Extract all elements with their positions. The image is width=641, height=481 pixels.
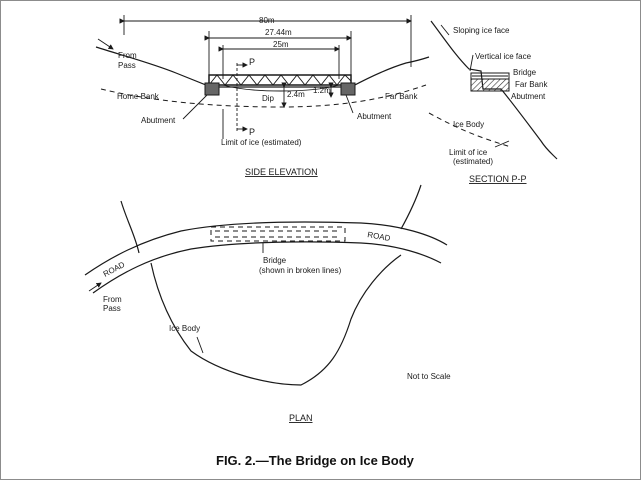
figure-caption: FIG. 2.—The Bridge on Ice Body — [216, 453, 415, 468]
plan-bridge-label-2: (shown in broken lines) — [259, 266, 342, 275]
ice-body-outline — [120, 184, 422, 386]
dip-value: 2.4m — [287, 90, 305, 99]
road-edge-bottom — [92, 241, 442, 294]
section-abutment-block — [470, 78, 510, 92]
dim-80m: 80m — [259, 16, 275, 25]
abutment-left-block — [204, 82, 220, 96]
vertical-ice-face-label: Vertical ice face — [475, 52, 532, 61]
section-limit-ice-label-1: Limit of ice — [449, 148, 488, 157]
section-marker-top: P — [249, 57, 255, 67]
side-elevation: 80m 27.44m 25m P P Dip 2.4m 1.2m From Pa… — [95, 15, 430, 177]
plan-bridge-outline — [210, 226, 346, 242]
height-value: 1.2m — [313, 86, 331, 95]
dim-25m: 25m — [273, 40, 289, 49]
section-far-bank-label: Far Bank — [515, 80, 548, 89]
from-pass-label-2: Pass — [118, 61, 136, 70]
dim-27-44m: 27.44m — [265, 28, 292, 37]
abutment-right-label: Abutment — [357, 112, 392, 121]
ice-limit-curve — [100, 84, 427, 108]
plan-from-pass-1: From — [103, 295, 122, 304]
ground-profile — [95, 46, 430, 88]
from-pass-label-1: From — [118, 51, 137, 60]
plan-from-pass-2: Pass — [103, 304, 121, 313]
plan-view: ROAD ROAD Bridge (shown in broken lines)… — [84, 184, 451, 423]
sloping-ice-face-line — [430, 20, 558, 160]
dimension-lines — [119, 15, 412, 81]
road-label-right: ROAD — [367, 230, 392, 243]
abutment-left-label: Abutment — [141, 116, 176, 125]
sloping-ice-face-label: Sloping ice face — [453, 26, 510, 35]
road-edge-top — [84, 221, 448, 276]
section-pp: Sloping ice face Vertical ice face Bridg… — [428, 20, 558, 184]
plan-bridge-label-1: Bridge — [263, 256, 287, 265]
section-bridge-label: Bridge — [513, 68, 537, 77]
limit-ice-label: Limit of ice (estimated) — [221, 138, 302, 147]
road-label-left: ROAD — [102, 260, 127, 279]
section-pp-title: SECTION P-P — [469, 174, 527, 184]
section-abutment-label: Abutment — [511, 92, 546, 101]
side-elevation-title: SIDE ELEVATION — [245, 167, 318, 177]
abutment-right-block — [340, 82, 356, 96]
section-ice-body-label: Ice Body — [453, 120, 484, 129]
plan-ice-body-label: Ice Body — [169, 324, 200, 333]
dip-label: Dip — [262, 94, 275, 103]
plan-title: PLAN — [289, 413, 313, 423]
not-to-scale-label: Not to Scale — [407, 372, 451, 381]
far-bank-label: Far Bank — [385, 92, 418, 101]
section-limit-ice-label-2: (estimated) — [453, 157, 493, 166]
home-bank-label: Home Bank — [117, 92, 160, 101]
section-marker-bottom: P — [249, 127, 255, 137]
